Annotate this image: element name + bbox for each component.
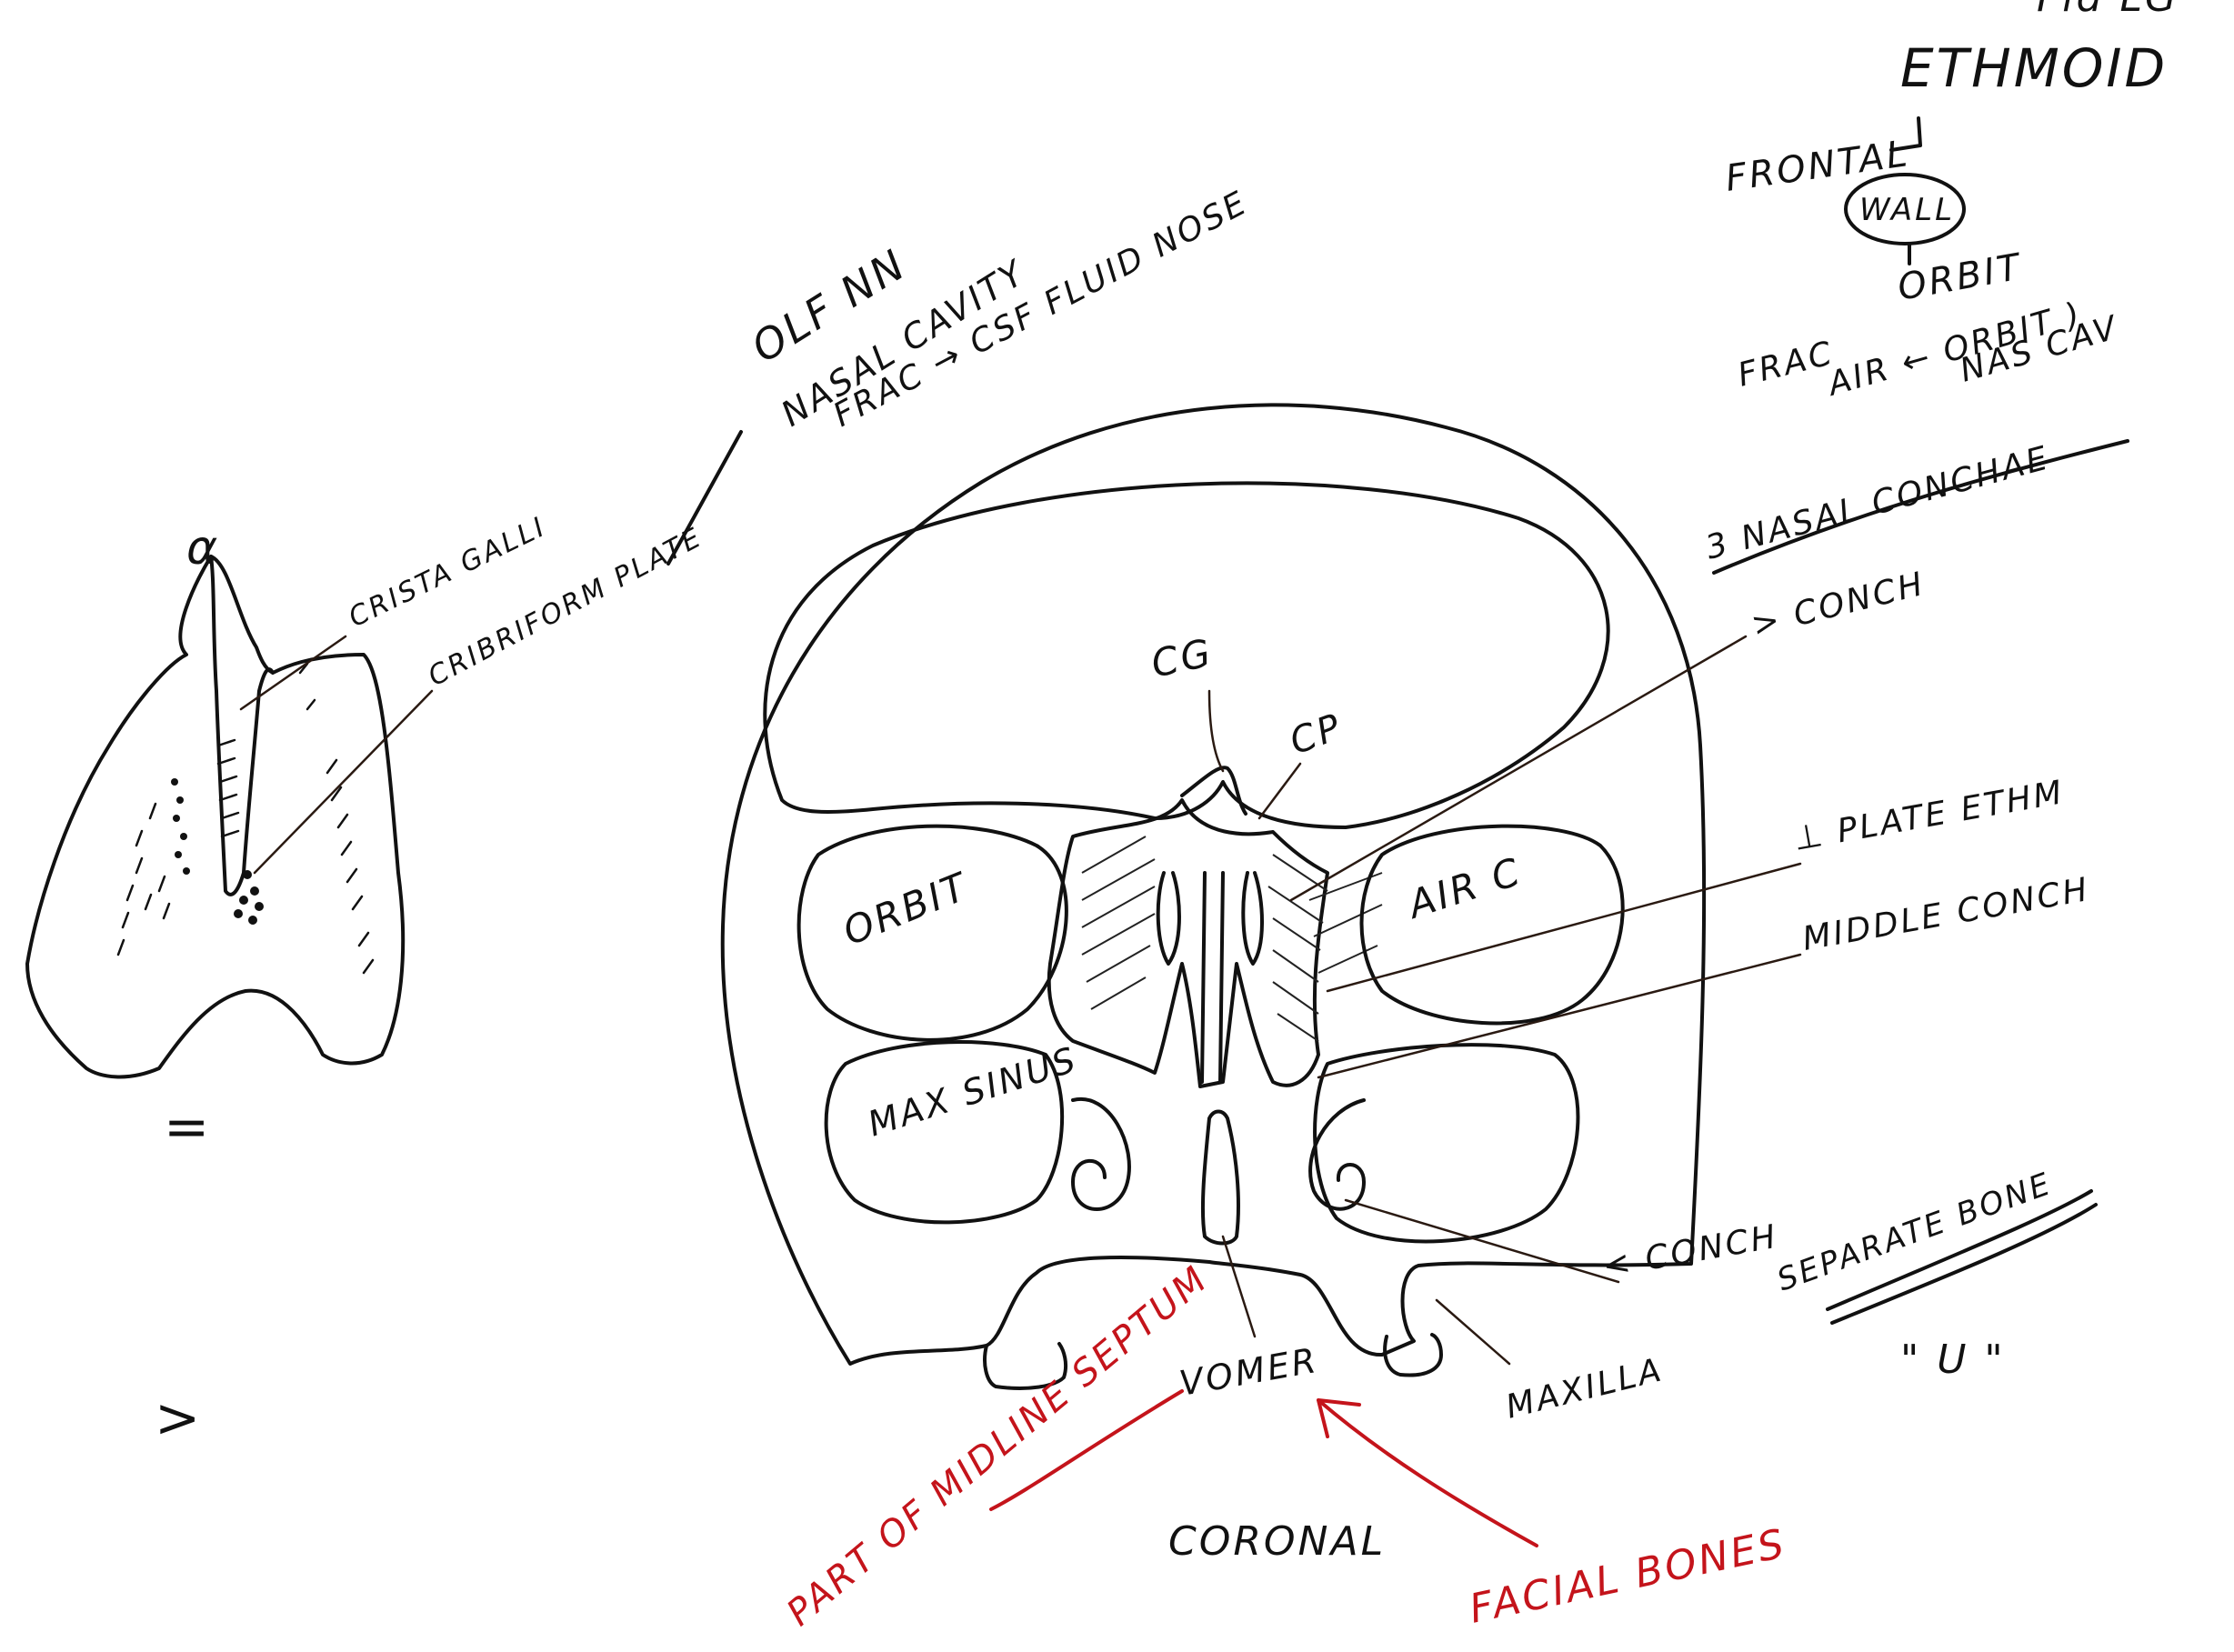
- cg-label: CG: [1147, 630, 1217, 686]
- ethmoid-superior-view: α = CRISTA GALLI CRIBRIFORM PLATE >: [27, 511, 708, 1450]
- cg-leader: [1209, 691, 1223, 771]
- vomer-shape: [1203, 1112, 1238, 1244]
- maxilla-label: MAXILLA: [1502, 1351, 1667, 1427]
- sup-concha-label: > CONCH: [1748, 566, 1928, 645]
- vomer-leader: [1223, 1236, 1255, 1337]
- nasal-conchae-heading: 3 NASAL CONCHAE: [1702, 439, 2054, 567]
- frac-note: FRAC: [1734, 335, 1838, 395]
- frac-csf-label: FRAC → CSF FLUID NOSE: [827, 184, 1255, 435]
- ethmoid-title: ETHMOID: [1900, 37, 2168, 99]
- inf-concha-left: [1073, 1099, 1129, 1209]
- orbit-note: ORBIT: [1895, 245, 2026, 308]
- inf-concha-right: [1310, 1100, 1364, 1209]
- ethmoid-central-block: [1049, 800, 1327, 1086]
- maxilla-leader: [1437, 1300, 1509, 1364]
- separate-bone-label: SEPARATE BONE: [1772, 1166, 2057, 1299]
- orbit-label: ORBIT: [836, 864, 975, 955]
- perp-plate: [1202, 873, 1223, 1082]
- facial-bones-label: FACIAL BONES: [1466, 1520, 1790, 1633]
- cribriform-leader: [255, 691, 432, 873]
- u-mark-label: " U ": [1900, 1337, 2006, 1383]
- cp-leader: [1259, 764, 1300, 818]
- top-right-notes: Fid LG ETHMOID FRONTAL WALL ORBIT FRAC A…: [1702, 0, 2179, 573]
- coronal-section: CG CP ORBIT AIR C MAX SINUS > CONCH ⊥ PL…: [723, 405, 2096, 1565]
- equals-mark: =: [164, 1096, 212, 1159]
- sup-concha-leader: [1291, 636, 1746, 900]
- top-notes: OLF NN NASAL CAVITY FRAC → CSF FLUID NOS…: [668, 184, 1255, 564]
- alpha-mark: α: [186, 521, 220, 576]
- wall-label: WALL: [1859, 192, 1955, 228]
- max-sinus-label: MAX SINUS: [863, 1039, 1082, 1145]
- sup-concha-right: [1243, 873, 1262, 964]
- inf-concha-leader: [1346, 1200, 1618, 1282]
- cp-label: CP: [1285, 706, 1348, 763]
- crista-galli-shape: [211, 556, 273, 895]
- air-cells-label: AIR C: [1400, 848, 1528, 927]
- part-of-septum-label: PART OF MIDLINE SEPTUM: [779, 1257, 1217, 1634]
- sup-concha-left: [1158, 873, 1179, 964]
- red-notes: PART OF MIDLINE SEPTUM FACIAL BONES: [779, 1257, 1790, 1634]
- frontal-label: FRONTAL: [1723, 133, 1912, 200]
- crista-galli-center: [1182, 767, 1246, 814]
- arrow-mark: >: [155, 1387, 203, 1450]
- vomer-label: VOMER: [1177, 1340, 1321, 1404]
- inf-concha-label: < CONCH: [1599, 1218, 1780, 1286]
- left-orbit: [799, 826, 1067, 1040]
- middle-concha-label: MIDDLE CONCH: [1799, 871, 2092, 958]
- coronal-label: CORONAL: [1168, 1518, 1386, 1565]
- perp-plate-label: ⊥ PLATE ETHM: [1790, 774, 2067, 858]
- corner-fragment: Fid LG: [2037, 0, 2179, 21]
- air-cell-marks: [118, 664, 373, 973]
- right-max-region: [1315, 1045, 1578, 1241]
